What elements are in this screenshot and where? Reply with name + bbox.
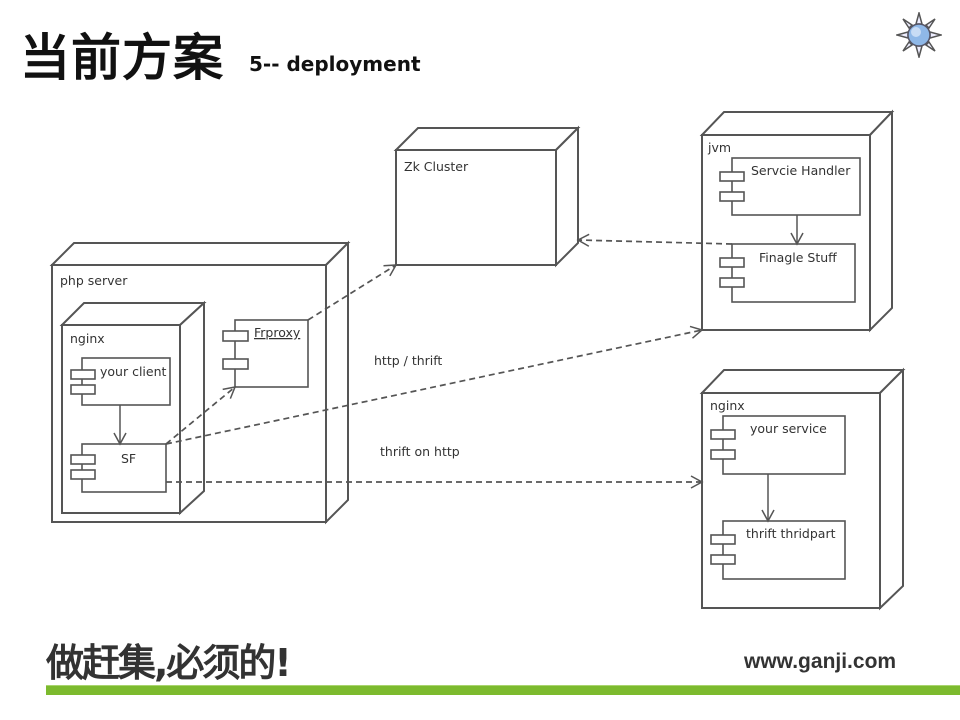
component-label: thrift thridpart [746,526,836,541]
connection-sf-jvm [165,325,704,445]
website-link[interactable]: www.ganji.com [744,650,897,673]
component-sf[interactable]: SF [70,443,167,493]
component-finagle-stuff[interactable]: Finagle Stuff [719,243,856,303]
page-title: 当前方案 [20,29,224,87]
component-label: SF [121,451,136,466]
component-your-client[interactable]: your client [70,357,171,406]
component-frproxy[interactable]: Frproxy [222,319,309,388]
component-label: Frproxy [254,325,301,340]
node-label: php server [60,273,128,288]
component-label: Servcie Handler [751,163,851,178]
connection-finagle-zk [576,233,733,247]
component-service-handler[interactable]: Servcie Handler [719,157,861,216]
component-label: your client [100,364,167,379]
component-label: your service [750,421,827,436]
edge-label-thrift-on-http: thrift on http [380,444,460,459]
sun-logo-icon [896,12,942,58]
node-label: jvm [707,140,731,155]
component-label: Finagle Stuff [759,250,837,265]
component-thrift-thirdpart[interactable]: thrift thridpart [710,520,846,580]
slogan: 做赶集,必须的! [46,641,292,685]
node-label: Zk Cluster [404,159,469,174]
node-zk-cluster[interactable]: Zk Cluster [393,125,581,268]
component-your-service[interactable]: your service [710,415,846,475]
edge-label-http-thrift: http / thrift [374,353,442,368]
footer-accent-bar [46,685,960,695]
connection-frproxy-zk [307,264,398,321]
page-subtitle: 5-- deployment [249,52,421,76]
node-label: nginx [70,331,105,346]
connection-sf-frproxy [165,386,237,445]
node-label: nginx [710,398,745,413]
